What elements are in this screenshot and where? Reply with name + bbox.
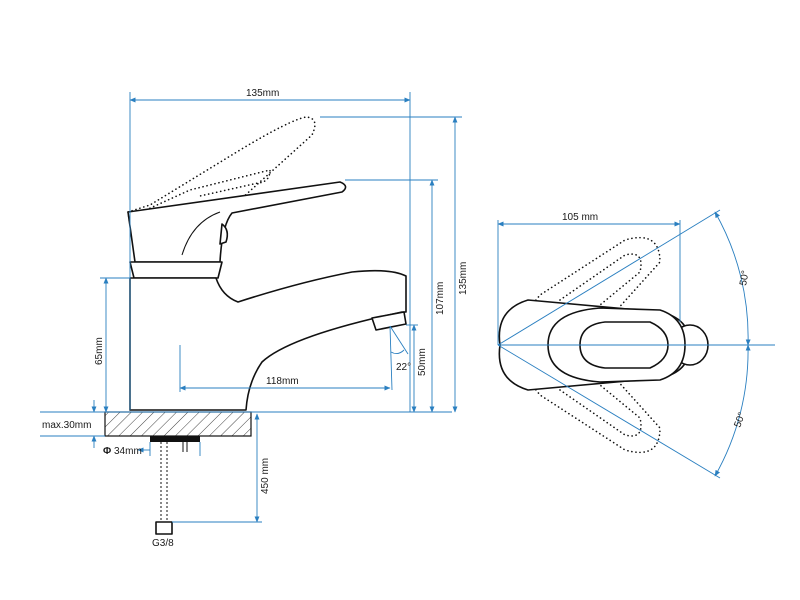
mounting-nut xyxy=(150,436,200,442)
dim-top-width: 105 mm xyxy=(562,212,598,223)
supply-hose xyxy=(160,442,168,524)
dim-width-top: 135mm xyxy=(246,88,279,99)
handle-knob xyxy=(219,223,229,245)
dim-shank-diameter: 34mm xyxy=(114,446,142,457)
side-dimensions: 135mm 135mm 107mm 50mm 65mm 118mm 22° ma… xyxy=(40,88,469,549)
dim-rotation-upper: 50° xyxy=(738,270,751,287)
dim-thread: G3/8 xyxy=(152,538,174,549)
lever-rotated-down-outline xyxy=(499,344,661,454)
lever-rotated-up-outline xyxy=(499,236,661,346)
dim-rotation-lower: 50° xyxy=(732,411,748,429)
dim-height-body: 65mm xyxy=(94,337,105,365)
body-cap xyxy=(129,261,223,279)
lever-mid-outline xyxy=(134,168,271,216)
lever-curve xyxy=(181,211,221,256)
faucet-body xyxy=(129,269,407,411)
dim-height-outlet: 50mm xyxy=(417,348,428,376)
lever-rotated-up-inner xyxy=(559,253,642,306)
dim-height-total: 135mm xyxy=(458,262,469,295)
hose-fitting xyxy=(155,521,173,535)
side-view xyxy=(40,116,452,535)
lever-raised-outline xyxy=(127,116,316,262)
lever-handle xyxy=(127,181,347,263)
top-dimensions: 105 mm 50° 50° xyxy=(497,209,775,479)
lever-rotated-down-inner xyxy=(559,384,642,437)
dim-spout-reach: 118mm xyxy=(266,376,299,387)
dim-shank-diameter-symbol: Φ xyxy=(103,446,111,457)
dim-spout-angle: 22° xyxy=(396,362,411,373)
dim-deck-thickness: max.30mm xyxy=(42,420,91,431)
dim-hose-length: 450 mm xyxy=(260,458,271,494)
dim-height-spout-top: 107mm xyxy=(435,282,446,315)
aerator xyxy=(371,311,407,331)
countertop xyxy=(104,411,252,437)
threaded-rod xyxy=(182,438,188,452)
